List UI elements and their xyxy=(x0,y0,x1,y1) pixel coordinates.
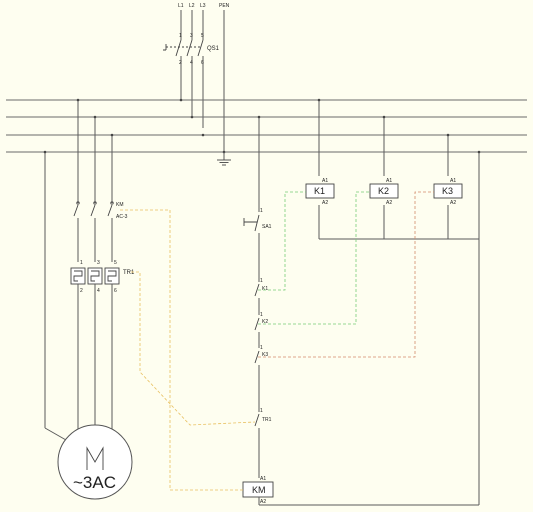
sa1-label: SA1 xyxy=(262,224,272,230)
breaker-pin-2: 2 xyxy=(179,60,182,66)
contact-k2: 1 K2 xyxy=(254,312,268,348)
mechanical-linkages xyxy=(120,191,434,491)
tr1-pin-5: 5 xyxy=(114,260,117,266)
sa1-pin-label: 1 xyxy=(260,208,263,214)
breaker-label: QS1 xyxy=(207,46,220,52)
k2-a1-label: A1 xyxy=(386,178,392,184)
k3-coil-label: K3 xyxy=(442,186,453,196)
k2-a2-label: A2 xyxy=(386,200,392,206)
ground-symbol xyxy=(217,152,231,166)
supply-l2-label: L2 xyxy=(189,3,195,9)
breaker-pin-4: 4 xyxy=(190,60,193,66)
busbars xyxy=(6,98,527,154)
tr1-pin-2: 2 xyxy=(80,288,83,294)
relay-k2-coil: A1 K2 A2 xyxy=(369,178,399,206)
k1-a2-label: A2 xyxy=(322,200,328,206)
relay-k3-coil: A1 K3 A2 xyxy=(433,178,463,206)
km-coil-label: KM xyxy=(252,485,266,495)
k1-coil-label: K1 xyxy=(314,186,325,196)
k1-a1-label: A1 xyxy=(322,178,328,184)
tr1-pin-4: 4 xyxy=(97,288,100,294)
switch-sa1: 1 SA1 xyxy=(243,208,272,282)
k1-contact-pin: 1 xyxy=(260,278,263,284)
breaker-pin-3: 3 xyxy=(190,33,193,39)
supply-l1-label: L1 xyxy=(178,3,184,9)
tr1-contact-label: TR1 xyxy=(262,417,272,423)
tr1-label: TR1 xyxy=(123,270,135,276)
km-coil: A1 KM A2 xyxy=(242,476,274,506)
control-circuit xyxy=(257,98,481,506)
km-contact-label: KM xyxy=(116,202,124,208)
k1-contact-label: K1 xyxy=(262,286,268,292)
tr1-contact-pin: 1 xyxy=(260,408,263,414)
contact-k1: 1 K1 xyxy=(254,278,268,315)
k2-contact-pin: 1 xyxy=(260,312,263,318)
breaker-pin-1: 1 xyxy=(179,33,182,39)
supply-l3-label: L3 xyxy=(200,3,206,9)
tr1-pin-6: 6 xyxy=(114,288,117,294)
power-circuit xyxy=(43,98,114,428)
tr1-pin-1: 1 xyxy=(80,260,83,266)
k3-a2-label: A2 xyxy=(450,200,456,206)
k3-contact-pin: 1 xyxy=(260,345,263,351)
motor: ~3AC xyxy=(44,424,133,500)
km-a1-label: A1 xyxy=(260,476,266,482)
tr1-pin-3: 3 xyxy=(97,260,100,266)
thermal-relay-tr1: 1 3 5 TR1 2 4 6 xyxy=(70,260,135,432)
k3-contact-label: K3 xyxy=(262,352,268,358)
supply-pen-label: PEN xyxy=(219,3,230,9)
k2-contact-label: K2 xyxy=(262,319,268,325)
k3-a1-label: A1 xyxy=(450,178,456,184)
supply-conductors xyxy=(180,10,225,152)
contact-tr1: 1 TR1 xyxy=(254,408,272,478)
km-a2-label: A2 xyxy=(260,499,266,505)
relay-k1-coil: A1 K1 A2 xyxy=(305,178,335,206)
contact-k3: 1 K3 xyxy=(254,345,268,412)
km-main-contacts: KM AC-3 xyxy=(73,201,128,262)
motor-label: ~3AC xyxy=(73,473,116,492)
breaker-qs1: 1 3 5 QS1 2 4 6 xyxy=(163,33,220,128)
k2-coil-label: K2 xyxy=(378,186,389,196)
breaker-pin-6: 6 xyxy=(201,60,204,66)
breaker-pin-5: 5 xyxy=(201,33,204,39)
km-category-label: AC-3 xyxy=(116,214,128,220)
